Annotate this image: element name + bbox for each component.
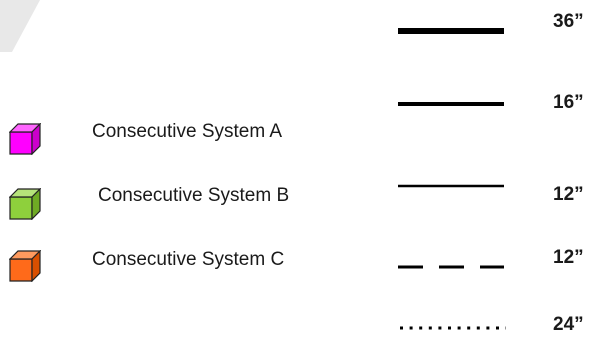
system-c-cube-icon [9, 250, 41, 282]
line-12-inch-solid-sample [398, 184, 504, 188]
size-label-16: 16” [553, 92, 584, 113]
size-label-12-solid: 12” [553, 184, 584, 205]
line-16-inch-sample [398, 102, 504, 106]
system-b-cube-icon [9, 188, 41, 220]
size-label-24: 24” [553, 314, 584, 335]
system-a-cube-icon [9, 123, 41, 155]
system-a-label: Consecutive System A [92, 121, 283, 142]
system-c-label: Consecutive System C [92, 249, 285, 270]
corner-decoration [0, 0, 40, 52]
line-24-inch-dotted-sample [400, 326, 506, 330]
system-b-label: Consecutive System B [98, 185, 290, 206]
line-12-inch-dashed-sample [398, 265, 504, 269]
line-36-inch-sample [398, 28, 504, 34]
size-label-12-dashed: 12” [553, 247, 584, 268]
size-label-36: 36” [553, 11, 584, 32]
